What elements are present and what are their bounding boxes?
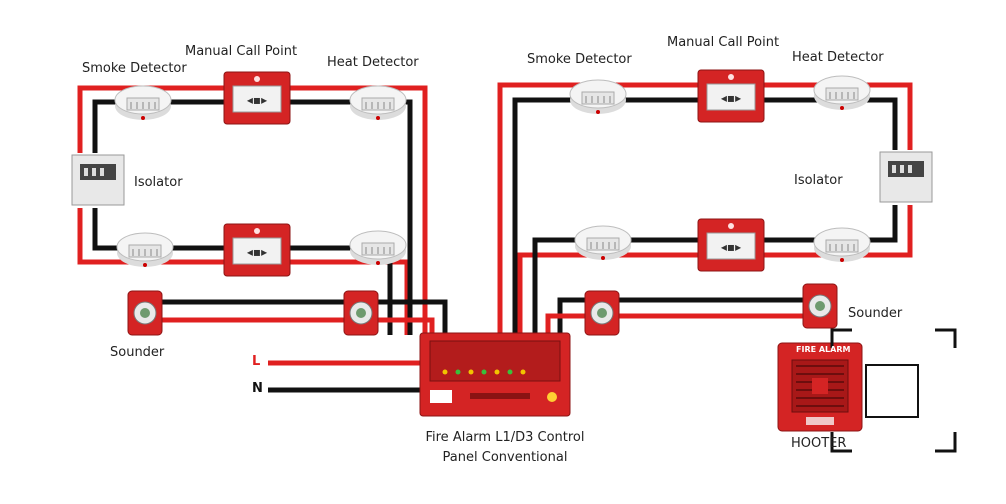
smoke-detector-right-top [569, 79, 627, 115]
isolator-right [879, 151, 933, 203]
label-wire-neutral: N [252, 381, 263, 396]
label-heat-detector-right: Heat Detector [792, 50, 884, 65]
label-manual-call-point-left: Manual Call Point [185, 44, 298, 59]
mains-wiring [268, 360, 420, 393]
label-wire-live: L [252, 354, 261, 369]
smoke-detector-left-bottom [116, 232, 174, 268]
hooter [777, 342, 863, 432]
heat-detector-right-bottom [813, 227, 871, 263]
label-panel-line2: Panel Conventional [442, 450, 568, 465]
label-isolator-right: Isolator [794, 173, 843, 188]
smoke-detector-right-bottom [574, 225, 632, 261]
manual-call-point-right-bottom [697, 218, 765, 272]
manual-call-point-right-top [697, 69, 765, 123]
label-panel-line1: Fire Alarm L1/D3 Control [425, 430, 585, 445]
heat-detector-left-top [349, 85, 407, 121]
heat-detector-right-top [813, 75, 871, 111]
sounder-left-2 [343, 290, 379, 336]
label-isolator-left: Isolator [134, 175, 183, 190]
manual-call-point-left-top [223, 71, 291, 125]
control-panel [419, 332, 571, 417]
label-sounder-left: Sounder [110, 345, 165, 360]
heat-detector-left-bottom [349, 230, 407, 266]
label-smoke-detector-left: Smoke Detector [82, 61, 187, 76]
label-hooter: HOOTER [791, 436, 847, 451]
label-hooter-top: FIRE ALARM [796, 345, 851, 354]
smoke-detector-left-top [114, 85, 172, 121]
label-heat-detector-left: Heat Detector [327, 55, 419, 70]
sounder-right-1 [584, 290, 620, 336]
manual-call-point-left-bottom [223, 223, 291, 277]
selection-bracket [830, 328, 957, 453]
sounder-right-2 [802, 283, 838, 329]
isolator-left [71, 154, 125, 206]
sounder-left-1 [127, 290, 163, 336]
selection-box [865, 364, 919, 418]
label-sounder-right: Sounder [848, 306, 903, 321]
label-manual-call-point-right: Manual Call Point [667, 35, 780, 50]
label-smoke-detector-right: Smoke Detector [527, 52, 632, 67]
